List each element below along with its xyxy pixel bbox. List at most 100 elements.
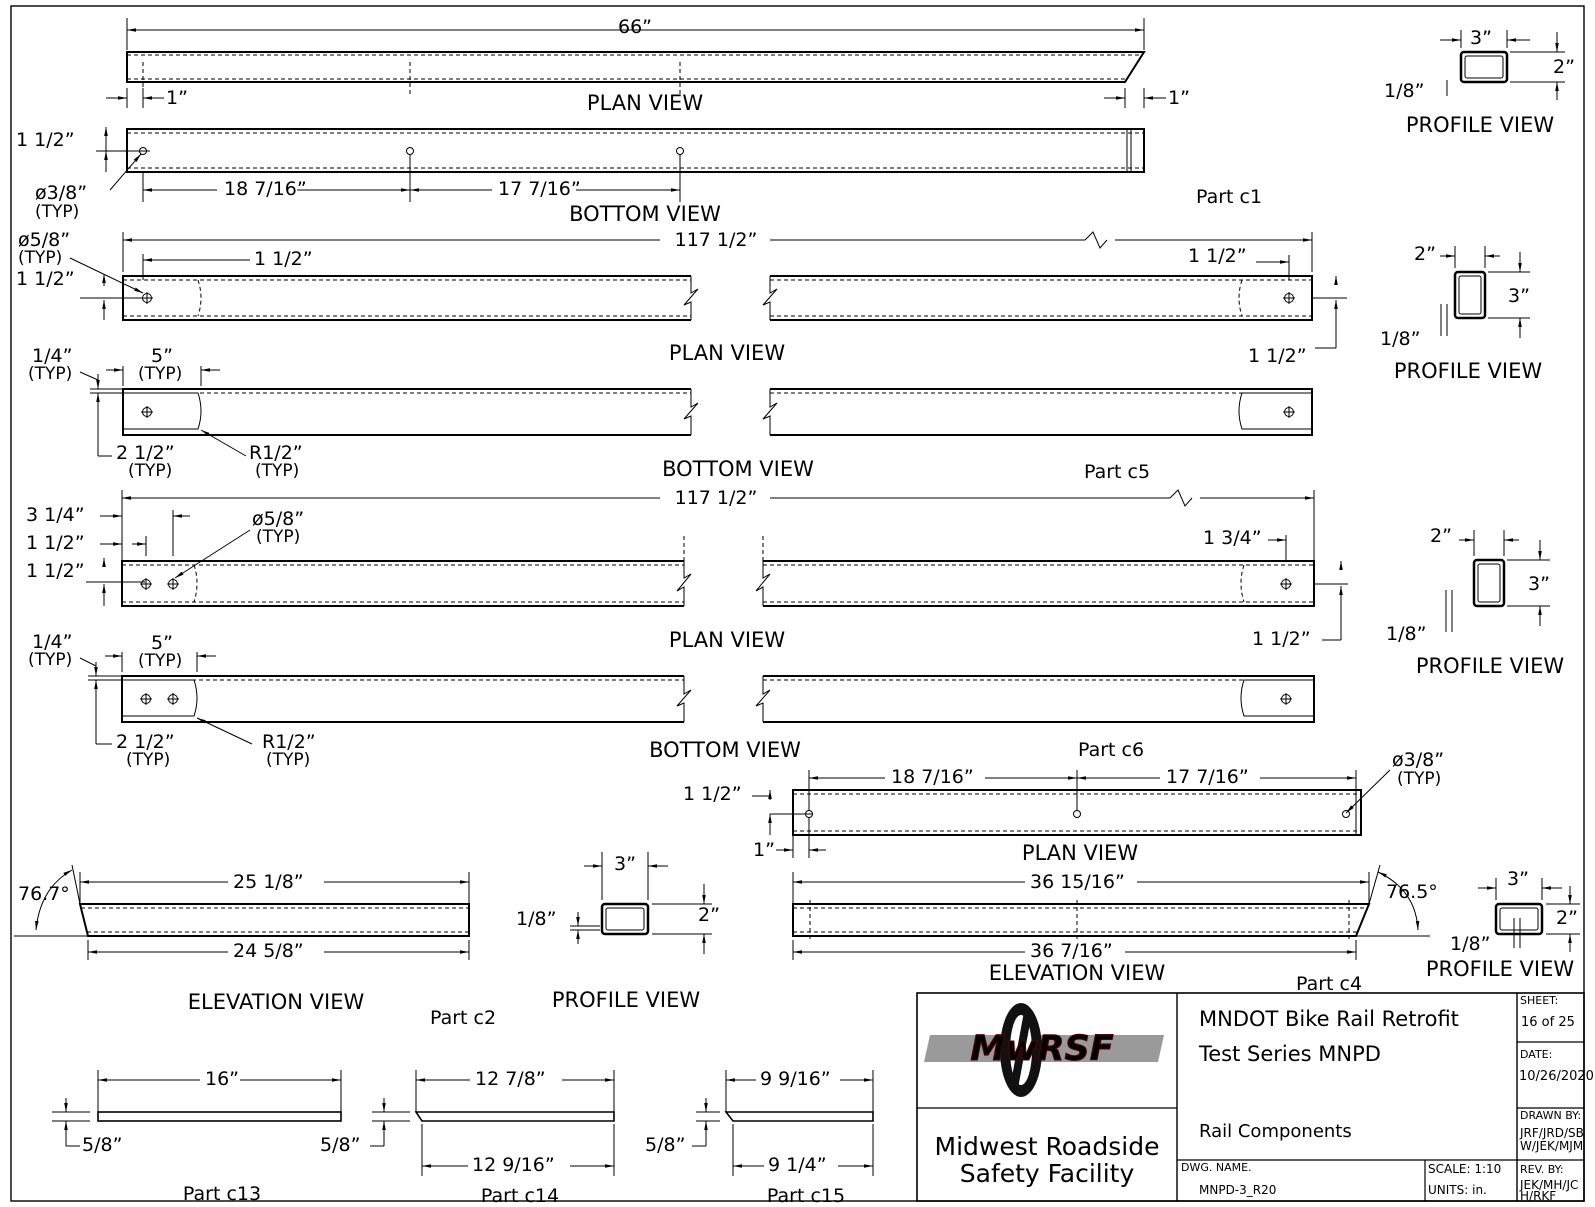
c4-prof-h: 2” (1556, 907, 1578, 929)
c6-quarter-typ: (TYP) (28, 650, 72, 670)
c5-dim-quarter: 1/4” (32, 345, 72, 367)
c6-prof-h: 3” (1528, 573, 1550, 595)
part-c2: 25 1/8” 76.7° 24 5/8” ELEVATION VIEW Par… (14, 852, 720, 1029)
c5-plan-body (122, 275, 1313, 321)
project-line2: Test Series MNPD (1198, 1042, 1381, 1066)
c1-hole (676, 147, 684, 155)
c6-dim-quarter: 1/4” (32, 631, 72, 653)
rev-line2: H/RKF (1520, 1189, 1556, 1203)
project-line1: MNDOT Bike Rail Retrofit (1199, 1007, 1459, 1031)
c4-dim-bottom: 36 7/16” (1030, 940, 1113, 962)
part-c14: 12 7/8” 12 9/16” 5/8” Part c14 (320, 1068, 615, 1207)
c4-hole-typ: (TYP) (1397, 769, 1441, 789)
c4-dim-spacing2: 17 7/16” (1166, 766, 1249, 788)
c6-profile-tube (1472, 558, 1506, 608)
c1-bottom-body (126, 128, 1145, 173)
part-c4: 18 7/16” 17 7/16” ø3/8” (TYP) 1 1/2” 1” … (683, 749, 1580, 995)
c2-elev-title: ELEVATION VIEW (188, 990, 365, 1014)
drawn-line1: JRF/JRD/SB (1519, 1126, 1584, 1140)
c5-bottom-title: BOTTOM VIEW (662, 457, 814, 481)
c5-prof-title: PROFILE VIEW (1394, 359, 1543, 383)
c1-hole-dia: ø3/8” (35, 182, 87, 204)
c5-prof-w: 2” (1414, 243, 1436, 265)
c4-plan-title: PLAN VIEW (1022, 841, 1138, 865)
c1-prof-h: 2” (1553, 56, 1575, 78)
c5-dim-right-hole: 1 1/2” (1188, 245, 1247, 267)
date-value: 10/26/2020 (1519, 1069, 1594, 1084)
c4-profile-tube (1494, 902, 1544, 936)
c5-prof-t: 1/8” (1380, 328, 1420, 350)
c14-dim-bottom: 12 9/16” (472, 1154, 555, 1176)
c15-plate (724, 1111, 874, 1122)
c2-dim-bottom: 24 5/8” (233, 940, 304, 962)
c5-five-typ: (TYP) (138, 364, 182, 384)
c5-dim-left-edge: 1 1/2” (16, 268, 75, 290)
c2-prof-h: 2” (698, 904, 720, 926)
c5-part-label: Part c5 (1084, 461, 1150, 483)
c5-dim-two-half: 2 1/2” (116, 442, 175, 464)
c6-dim-right-edge: 1 1/2” (1252, 628, 1311, 650)
c6-dim-right-hole: 1 3/4” (1203, 527, 1262, 549)
c6-radius: R1/2” (262, 731, 316, 753)
sheet-label: SHEET: (1520, 994, 1558, 1007)
c6-two-half-typ: (TYP) (126, 750, 170, 770)
c13-part-label: Part c13 (183, 1183, 261, 1205)
c2-angle: 76.7° (18, 883, 70, 905)
c15-part-label: Part c15 (767, 1185, 845, 1207)
c4-prof-t: 1/8” (1450, 933, 1490, 955)
c6-dim-one-half-a: 1 1/2” (26, 532, 85, 554)
rev-label: REV. BY: (1520, 1163, 1564, 1176)
c5-bottom-body (122, 388, 1313, 436)
logo-text: MwRSF (970, 1029, 1113, 1069)
c2-profile-tube (600, 902, 650, 936)
c4-dim-hole-edge: 1 1/2” (683, 783, 742, 805)
part-c15: 9 9/16” 9 1/4” 5/8” Part c15 (645, 1068, 874, 1207)
c6-plan-body (121, 536, 1315, 607)
c6-bottom-title: BOTTOM VIEW (649, 738, 801, 762)
c5-dim-left-hole: 1 1/2” (254, 248, 313, 270)
org-line2: Safety Facility (960, 1159, 1135, 1188)
c4-dim-spacing1: 18 7/16” (891, 766, 974, 788)
c6-five-typ: (TYP) (138, 651, 182, 671)
c4-hole (1342, 810, 1350, 818)
c13-dim-length: 16” (205, 1068, 239, 1090)
org-line1: Midwest Roadside (935, 1132, 1160, 1161)
c5-dim-length: 117 1/2” (675, 229, 758, 251)
drawn-label: DRAWN BY: (1520, 1109, 1581, 1122)
c2-part-label: Part c2 (430, 1007, 496, 1029)
rev-line1: JEK/MH/JC (1519, 1178, 1578, 1192)
c1-dim-length: 66” (618, 16, 652, 38)
c6-hole-dia: ø5/8” (252, 508, 304, 530)
c13-dim-thk: 5/8” (82, 1134, 122, 1156)
c5-quarter-typ: (TYP) (28, 364, 72, 384)
c6-part-label: Part c6 (1078, 739, 1144, 761)
c1-prof-t: 1/8” (1384, 80, 1424, 102)
c6-dim-length: 117 1/2” (675, 487, 758, 509)
title-block: MwRSF Midwest Roadside Safety Facility M… (916, 992, 1594, 1203)
c15-dim-thk: 5/8” (645, 1134, 685, 1156)
c4-hole-dia: ø3/8” (1392, 749, 1444, 771)
part-c13: 16” 5/8” Part c13 (52, 1068, 342, 1205)
c14-plate (414, 1111, 615, 1122)
c4-prof-w: 3” (1507, 868, 1529, 890)
c14-part-label: Part c14 (481, 1185, 559, 1207)
c5-hole-dia: ø5/8” (18, 229, 70, 251)
c1-dim-spacing1: 18 7/16” (224, 178, 307, 200)
c1-prof-w: 3” (1470, 27, 1492, 49)
c6-dim-five: 5” (151, 632, 173, 654)
c5-dim-right-edge: 1 1/2” (1248, 345, 1307, 367)
c13-plate (97, 1111, 342, 1122)
c1-prof-title: PROFILE VIEW (1406, 113, 1555, 137)
c5-dim-five: 5” (151, 345, 173, 367)
c15-dim-top: 9 9/16” (760, 1068, 831, 1090)
part-c5: 117 1/2” ø5/8” (TYP) 1 1/2” 1 1/2” (16, 228, 1542, 483)
c4-elev-body (792, 903, 1371, 937)
c6-hole-typ: (TYP) (256, 527, 300, 547)
drawn-line2: W/JEK/MJM (1520, 1139, 1583, 1153)
dwg-name-label: DWG. NAME. (1181, 1161, 1252, 1174)
c5-radius: R1/2” (249, 442, 303, 464)
c6-prof-t: 1/8” (1386, 623, 1426, 645)
c1-dim-spacing2: 17 7/16” (498, 178, 581, 200)
c4-prof-title: PROFILE VIEW (1426, 957, 1575, 981)
